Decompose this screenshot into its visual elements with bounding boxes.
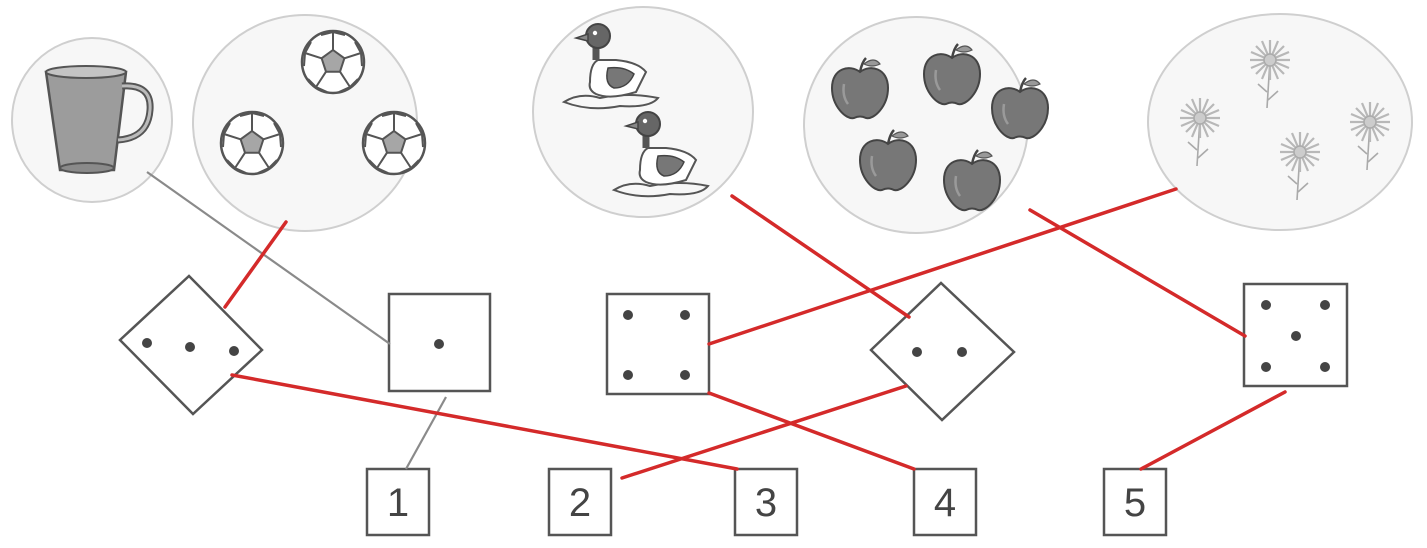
die-two [871,283,1014,420]
soccer-ball-icon [363,112,425,174]
answer-line [1141,392,1285,469]
die-five [1244,284,1347,386]
die-one [389,294,490,391]
group-balls [193,15,425,231]
answer-box-4: 4 [914,469,976,535]
answer-box-2: 2 [549,469,611,535]
group-flowers [1148,14,1412,230]
die-three [120,276,262,414]
answer-line [1030,210,1245,336]
group-cup [12,38,172,202]
answer-lines [225,189,1285,478]
answer-box-1: 1 [367,469,429,535]
group-ducks [533,7,753,217]
soccer-ball-icon [302,31,364,93]
answer-box-3: 3 [735,469,797,535]
soccer-ball-icon [221,112,283,174]
answer-box-label: 3 [755,481,777,525]
answer-line [622,386,906,478]
answer-box-label: 2 [569,481,591,525]
group-apples [804,17,1048,233]
die-four [607,294,709,394]
answer-box-label: 5 [1124,481,1146,525]
answer-box-label: 4 [934,481,956,525]
answer-line [709,393,914,469]
answer-box-5: 5 [1104,469,1166,535]
answer-box-label: 1 [387,481,409,525]
